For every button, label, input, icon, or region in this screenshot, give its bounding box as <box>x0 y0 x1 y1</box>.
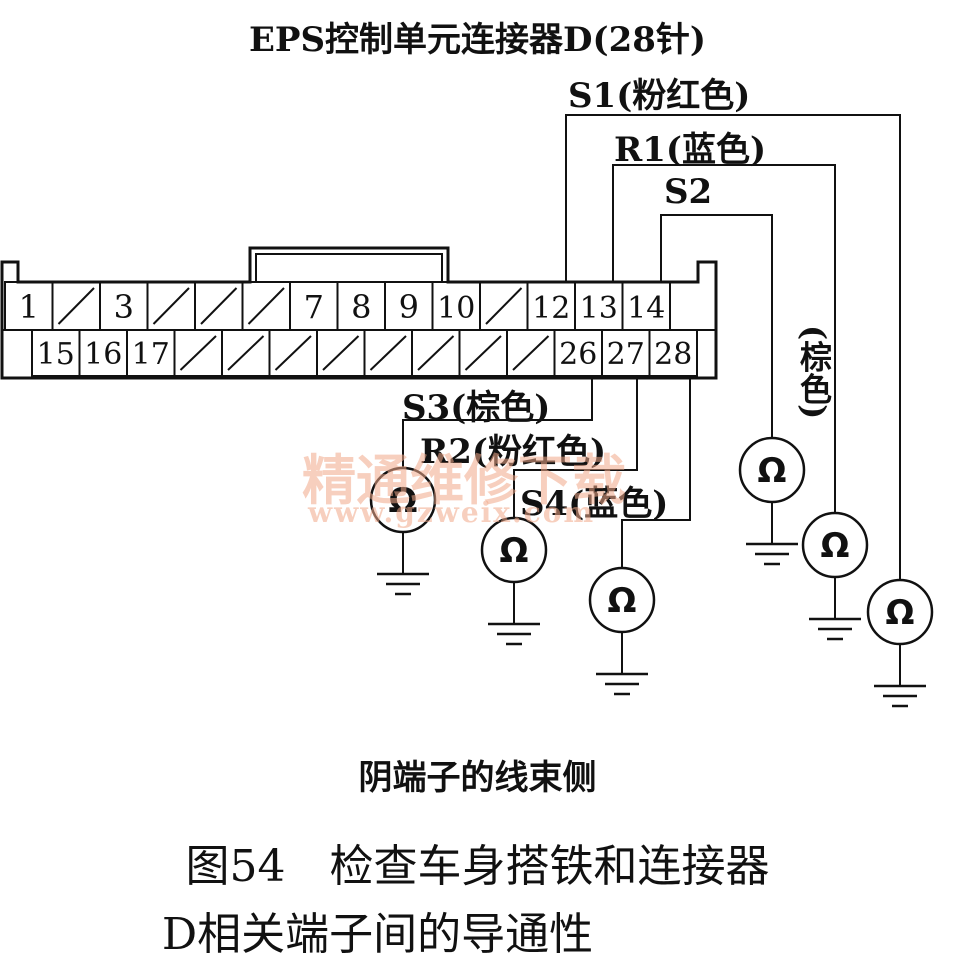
ohm-symbol: Ω <box>886 593 915 633</box>
terminal-number: 8 <box>351 288 371 326</box>
label-s2-color: (棕色) <box>795 325 833 420</box>
terminal-number: 27 <box>607 337 645 372</box>
label-s1: S1(粉红色) <box>568 76 751 116</box>
unused-terminal-slash <box>274 335 312 371</box>
unused-terminal-slash <box>152 287 190 325</box>
unused-terminal-slash <box>485 287 523 325</box>
terminal-number: 14 <box>627 291 665 326</box>
diagram-title: EPS控制单元连接器D(28针) <box>248 20 706 60</box>
terminal-number: 9 <box>399 288 419 326</box>
terminal-number: 13 <box>580 291 618 326</box>
label-r2: R2(粉红色) <box>420 432 607 472</box>
ohm-symbol: Ω <box>821 526 850 566</box>
wire-s2 <box>660 214 773 440</box>
label-s3: S3(棕色) <box>402 388 551 428</box>
label-s2: S2 <box>664 172 713 212</box>
terminal-number: 3 <box>114 288 134 326</box>
unused-terminal-slash <box>200 287 238 325</box>
unused-terminal-slash <box>369 335 407 371</box>
ohm-symbol: Ω <box>500 531 529 571</box>
wire-r1 <box>612 164 836 518</box>
wire-s1 <box>565 114 901 584</box>
ohm-symbol: Ω <box>389 481 418 521</box>
unused-terminal-slash <box>322 335 360 371</box>
terminal-number: 16 <box>84 337 122 372</box>
unused-terminal-slash <box>227 335 265 371</box>
unused-terminal-slash <box>417 335 455 371</box>
terminal-number: 1 <box>19 288 39 326</box>
unused-terminal-slash <box>464 335 502 371</box>
figure-caption-line1: 图54 检查车身搭铁和连接器 <box>185 841 770 892</box>
terminal-number: 26 <box>559 337 597 372</box>
unused-terminal-slash <box>247 287 285 325</box>
wire-s4 <box>621 378 691 572</box>
wire-s3 <box>402 378 593 480</box>
unused-terminal-slash <box>179 335 217 371</box>
terminal-number: 17 <box>132 337 170 372</box>
unused-terminal-slash <box>57 287 95 325</box>
terminal-cell <box>648 329 698 377</box>
ohm-symbol: Ω <box>608 581 637 621</box>
unused-terminal-slash <box>512 335 550 371</box>
watermark-title: 精通维修下载 <box>302 448 626 512</box>
label-r1: R1(蓝色) <box>614 130 767 170</box>
terminal-number: 28 <box>654 337 692 372</box>
side-label: 阴端子的线束侧 <box>358 758 597 798</box>
terminal-number: 10 <box>437 291 475 326</box>
terminal-number: 15 <box>37 337 75 372</box>
label-s4: S4(蓝色) <box>520 484 669 524</box>
connector-bottom-row: 15 16 17 26 27 28 <box>31 329 698 377</box>
wire-r2 <box>513 378 638 522</box>
ohm-symbol: Ω <box>758 451 787 491</box>
watermark-url: www.gzweix.com <box>308 496 596 529</box>
wire-paths <box>402 114 901 584</box>
terminal-number: 7 <box>304 288 324 326</box>
terminal-number: 12 <box>532 291 570 326</box>
figure-caption-line2: D相关端子间的导通性 <box>161 909 594 960</box>
